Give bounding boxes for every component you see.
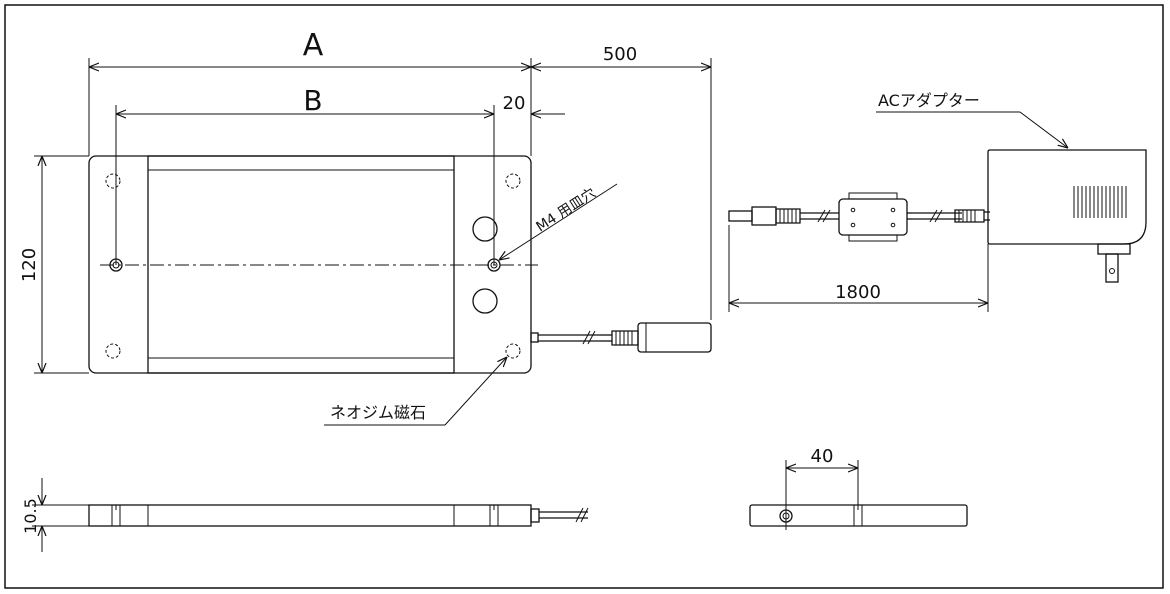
hole-note-label: M4 用皿穴 <box>533 185 598 235</box>
magnet-hole-br <box>505 343 521 359</box>
dimension-500: 500 <box>531 44 712 320</box>
front-view-outline <box>88 504 532 527</box>
top-view-panel <box>88 155 538 374</box>
dimension-20-label: 20 <box>503 93 526 114</box>
dc-plug-tip <box>728 210 753 222</box>
adapter-plug-base <box>1097 243 1131 255</box>
panel-cable <box>530 322 712 353</box>
dimension-10-5: 10.5 <box>21 478 89 552</box>
front-view-panel <box>88 504 589 527</box>
magnet-hole-tr <box>505 173 521 189</box>
magnet-hole-tl <box>105 173 121 189</box>
dimension-40: 40 <box>785 446 859 505</box>
hole-note-leader: M4 用皿穴 <box>499 183 618 260</box>
adapter-plug-prong <box>1105 253 1119 283</box>
side-view-panel <box>749 502 968 530</box>
round-part-lower <box>472 288 498 314</box>
dimension-1800-label: 1800 <box>835 282 881 303</box>
adapter-label: ACアダプター <box>878 91 980 110</box>
dimension-20: 20 <box>478 93 565 114</box>
dimension-120-label: 120 <box>19 248 40 282</box>
round-part-upper <box>472 216 498 242</box>
adapter-body <box>987 149 1147 245</box>
ac-adapter <box>728 149 1147 283</box>
dimension-120: 120 <box>19 155 89 374</box>
ferrite-core <box>838 198 908 236</box>
light-window-inner <box>147 169 455 359</box>
adapter-vents <box>1073 186 1127 218</box>
magnet-hole-bl <box>105 343 121 359</box>
magnet-leader: ネオジム磁石 <box>324 357 507 426</box>
dimension-b: B <box>115 84 495 265</box>
dimension-500-label: 500 <box>603 44 637 65</box>
dimension-b-label: B <box>303 84 322 117</box>
panel-connector <box>637 322 712 353</box>
adapter-leader: ACアダプター <box>876 91 1068 148</box>
dimension-a: A <box>88 28 532 156</box>
magnet-label: ネオジム磁石 <box>330 403 426 422</box>
dimension-a-label: A <box>303 28 324 63</box>
dimension-10-5-label: 10.5 <box>21 498 40 534</box>
dimension-1800: 1800 <box>728 225 989 312</box>
dimension-40-label: 40 <box>811 446 834 467</box>
drawing-frame <box>4 4 1164 589</box>
